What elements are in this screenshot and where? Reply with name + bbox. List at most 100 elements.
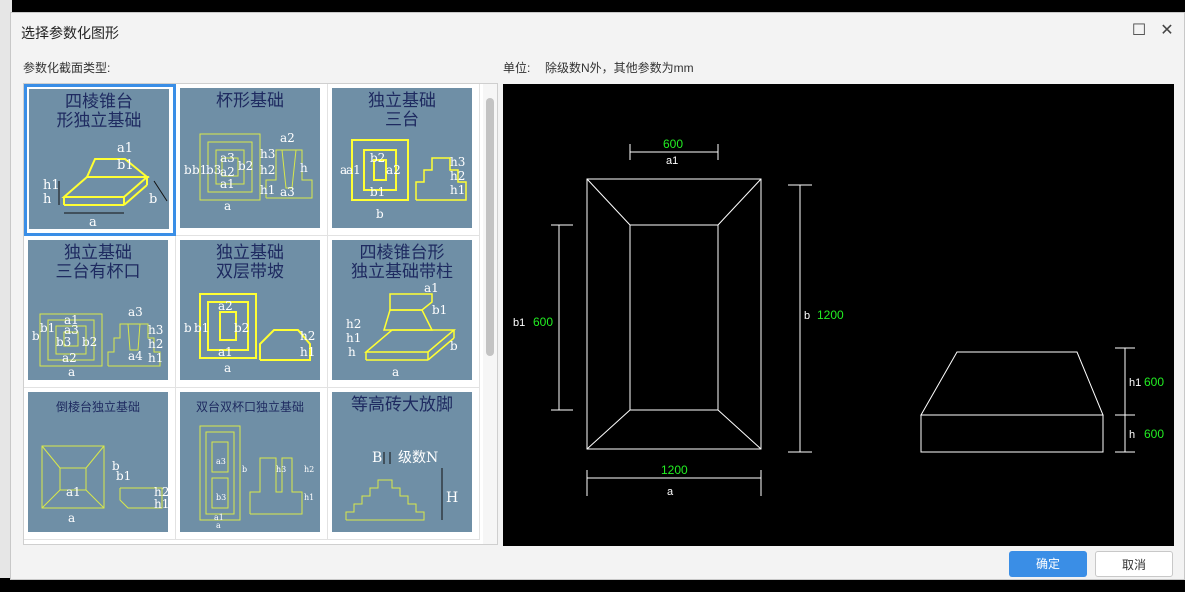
shape-title: 等高砖大放脚 <box>351 395 453 415</box>
svg-text:h1: h1 <box>148 351 163 365</box>
shape-title: 四棱锥台形 独立基础带柱 <box>351 243 453 282</box>
svg-text:a3: a3 <box>216 457 226 466</box>
svg-text:b2: b2 <box>234 321 249 335</box>
parametric-shape-dialog: 选择参数化图形 ☐ ✕ 参数化截面类型: 单位: 除级数N外，其他参数为mm 四… <box>10 12 1185 580</box>
svg-text:a4: a4 <box>128 349 143 363</box>
svg-text:h: h <box>43 192 52 207</box>
svg-text:a: a <box>216 521 221 530</box>
ok-button[interactable]: 确定 <box>1009 551 1087 577</box>
svg-text:h: h <box>348 345 356 359</box>
svg-text:a1: a1 <box>346 163 361 177</box>
svg-text:b1: b1 <box>116 469 131 483</box>
list-scrollbar[interactable] <box>483 84 497 544</box>
svg-text:a: a <box>89 215 97 229</box>
shape-title: 独立基础 三台有杯口 <box>55 243 141 282</box>
svg-text:h1: h1 <box>304 493 314 502</box>
svg-text:b2: b2 <box>370 151 385 165</box>
svg-text:a2: a2 <box>280 131 295 145</box>
scrollbar-thumb[interactable] <box>486 98 494 356</box>
shape-title: 独立基础 双层带坡 <box>216 243 284 282</box>
svg-text:b2: b2 <box>238 159 253 173</box>
svg-text:a3: a3 <box>64 323 79 337</box>
svg-text:b1: b1 <box>192 163 207 177</box>
b1-name: b1 <box>513 317 525 329</box>
svg-text:a: a <box>340 163 347 177</box>
svg-text:b2: b2 <box>82 335 97 349</box>
svg-text:b1: b1 <box>370 185 385 199</box>
svg-text:b3: b3 <box>56 335 71 349</box>
svg-text:h3: h3 <box>276 465 286 474</box>
svg-text:h2: h2 <box>450 169 465 183</box>
svg-text:a: a <box>392 365 399 379</box>
shape-title: 杯形基础 <box>216 91 284 111</box>
svg-text:b1: b1 <box>40 321 55 335</box>
close-icon[interactable]: ✕ <box>1160 22 1174 39</box>
svg-text:h2: h2 <box>300 329 315 343</box>
svg-text:h3: h3 <box>148 323 163 337</box>
svg-text:b: b <box>376 207 384 221</box>
svg-text:h2: h2 <box>260 163 275 177</box>
a1-name: a1 <box>666 155 678 167</box>
svg-text:h2: h2 <box>304 465 314 474</box>
svg-text:a2: a2 <box>62 351 77 365</box>
unit-label: 单位: <box>503 61 531 75</box>
background-canvas-bottom <box>0 578 1185 592</box>
svg-text:h1: h1 <box>450 183 465 197</box>
svg-text:h1: h1 <box>43 178 60 193</box>
a-value: 1200 <box>661 463 688 477</box>
svg-text:b: b <box>184 163 192 177</box>
svg-text:b1: b1 <box>194 321 209 335</box>
svg-text:h2: h2 <box>148 337 163 351</box>
svg-text:h1: h1 <box>154 497 168 511</box>
svg-text:b: b <box>450 339 458 353</box>
svg-text:a1: a1 <box>424 281 439 295</box>
svg-text:a3: a3 <box>220 151 235 165</box>
svg-text:a1: a1 <box>218 345 233 359</box>
b1-value: 600 <box>533 315 553 329</box>
preview-drawing: 600 600 1200 1200 600 600 a1 b1 b a h1 h <box>513 137 1164 498</box>
h-value: 600 <box>1144 427 1164 441</box>
svg-text:h2: h2 <box>154 485 168 499</box>
a1-value: 600 <box>663 137 683 151</box>
svg-text:h2: h2 <box>346 317 361 331</box>
svg-text:a1: a1 <box>64 313 79 327</box>
a-name: a <box>667 486 674 498</box>
b-name: b <box>804 310 810 322</box>
h1-value: 600 <box>1144 375 1164 389</box>
svg-text:b: b <box>149 192 157 207</box>
maximize-icon[interactable]: ☐ <box>1131 22 1147 39</box>
shape-title: 四棱锥台 形独立基础 <box>56 92 142 131</box>
svg-text:a1: a1 <box>214 513 224 522</box>
cancel-button[interactable]: 取消 <box>1095 551 1173 577</box>
svg-text:b: b <box>32 329 40 343</box>
shape-title: 双台双杯口独立基础 <box>195 400 304 414</box>
svg-text:H: H <box>446 490 458 506</box>
background-canvas-top <box>0 0 1185 12</box>
svg-text:b3: b3 <box>206 163 221 177</box>
svg-text:a2: a2 <box>218 299 233 313</box>
